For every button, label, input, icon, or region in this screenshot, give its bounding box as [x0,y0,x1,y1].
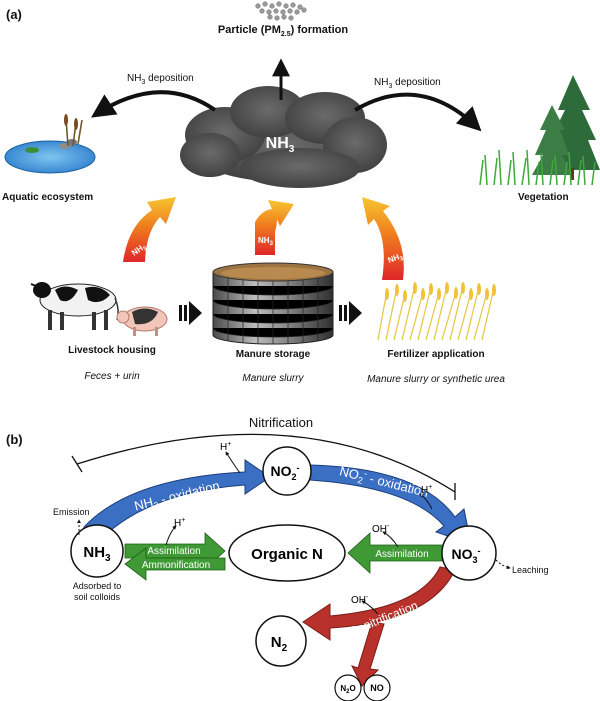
assimilation-left-label: Assimilation [147,546,200,557]
h-plus-arrow-right [419,493,433,510]
manure-storage-subtitle: Manure slurry [242,373,304,384]
wheat-icon [377,282,496,341]
fertilizer-application-title: Fertilizer application [387,349,485,360]
aquatic-ecosystem-icon [4,114,96,174]
nh3-cloud [180,86,387,188]
emission-arrow-fertilizer [362,197,404,280]
livestock-housing-title: Livestock housing [68,345,156,356]
pig-icon [116,306,168,336]
emission-label: Emission [53,507,90,517]
no-node-label: NO [370,683,384,693]
ammonification-arrow [124,547,226,581]
assimilation-right-label: Assimilation [375,549,428,560]
oh-arrow-right [382,531,399,548]
h-plus-top: H+ [220,441,231,453]
leaching-label: Leaching [512,565,549,575]
oh-right: OH- [372,523,390,535]
deposition-right-arrow [353,92,482,132]
nitrification-bracket [71,433,456,500]
adsorbed-label-line1: Adsorbed to [72,581,122,591]
ammonification-label: Ammonification [142,560,210,571]
leaching-arrow [495,559,511,570]
h-plus-arrow-top [225,451,241,474]
emission-arrow-storage [255,200,294,255]
emission-label-storage: NH3 [258,236,274,247]
panel-b-label: (b) [6,432,23,447]
fertilizer-application-subtitle: Manure slurry or synthetic urea [367,374,505,385]
cloud-nh3-label: NH3 [265,135,295,156]
n2-node-label: N2 [271,634,288,654]
h-plus-arrow-mid [165,525,177,546]
deposition-left-arrow [90,90,217,118]
vegetation-label: Vegetation [518,192,569,203]
emission-arrow-livestock [123,197,176,262]
livestock-housing-subtitle: Feces + urin [84,371,140,382]
aquatic-ecosystem-label: Aquatic ecosystem [2,192,94,203]
cow-icon [30,282,119,330]
emission-label-fertilizer: NH3 [387,251,405,267]
n2-node [255,615,307,667]
particle-formation-label: Particle (PM2.5) formation [217,24,349,39]
no2-node-label: NO2- [270,463,299,482]
n2o-node-label: N2O [340,684,355,695]
nh3-node-label: NH3 [83,544,111,564]
flow-arrow-left [179,301,202,325]
adsorbed-label-line2: soil colloids [73,592,121,602]
panel-a-label: (a) [6,7,22,22]
particles-icon [255,1,307,21]
h-plus-right: H+ [421,484,432,496]
no2-node [262,446,312,496]
flow-arrow-right [339,301,362,325]
no3-node-label: NO3- [451,546,480,565]
oh-bottom: OH- [351,594,369,606]
no-node [363,674,391,701]
nh3-node [70,524,124,578]
vegetation-icon [479,75,600,186]
manure-storage-title: Manure storage [235,349,311,360]
assimilation-arrow-right [347,532,443,574]
oh-arrow-bottom [361,600,379,615]
no3-node [441,525,497,581]
organic-n-label: Organic N [251,546,323,563]
h-plus-mid: H+ [174,517,185,529]
denitrification-arrow [302,566,456,641]
manure-tank-icon [212,262,334,345]
organic-n-node [228,524,346,582]
nitrification-label: Nitrification [248,415,314,430]
deposition-left-label: NH3 deposition [127,73,194,87]
deposition-right-label: NH3 deposition [374,77,441,91]
n2o-node [334,674,362,701]
